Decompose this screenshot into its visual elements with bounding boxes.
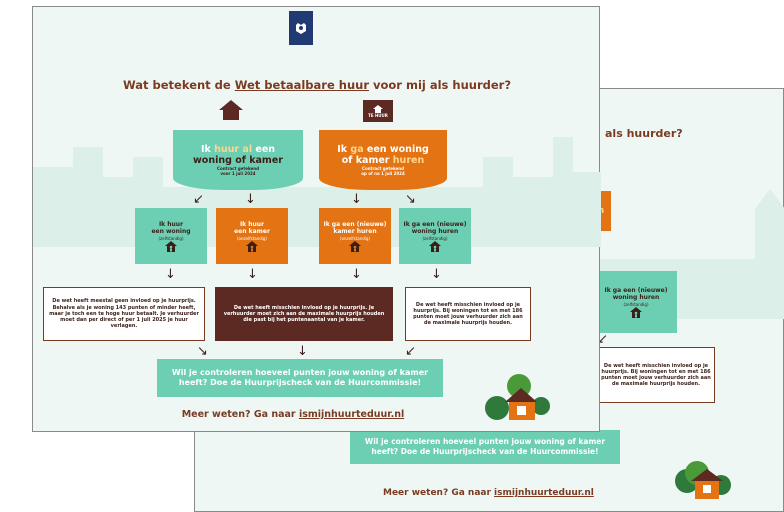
person-house-icon	[165, 240, 177, 252]
header-ga-huren: Ik ga een woning of kamer huren Contract…	[319, 130, 447, 190]
arrow-down: ↓	[247, 267, 258, 282]
person-house-icon	[246, 240, 258, 252]
arrow-down: ↓	[351, 192, 362, 207]
arrow-down: ↓	[245, 192, 256, 207]
government-logo	[289, 11, 313, 45]
village-illustration	[485, 374, 550, 420]
arrow-down: ↓	[351, 267, 362, 282]
more-info-line: Meer weten? Ga naar ismijnhuurteduur.nl	[181, 409, 405, 420]
page-title: Wat betekent de Wet betaalbare huur voor…	[122, 78, 512, 92]
back-result-woning: De wet heeft misschien invloed op je huu…	[597, 347, 715, 403]
person-house-icon	[349, 240, 361, 252]
arrow-down: ↓	[431, 267, 442, 282]
back-arrow: ↙	[597, 332, 608, 347]
result-kamer: De wet heeft misschien invloed op je huu…	[215, 287, 393, 341]
arrow-down: ↓	[297, 344, 308, 359]
back-more-info: Meer weten? Ga naar ismijnhuurteduur.nl	[383, 488, 594, 498]
result-nieuwe-woning: De wet heeft misschien invloed op je huu…	[405, 287, 531, 341]
arrow-down-left: ↙	[405, 344, 416, 359]
option-huur-kamer: Ik huur een kamer (onzelfstandig)	[216, 208, 288, 264]
house-icon	[219, 100, 243, 120]
option-huur-woning: Ik huur een woning (zelfstandig)	[135, 208, 207, 264]
person-house-icon	[429, 240, 441, 252]
option-ga-kamer-huren: Ik ga een (nieuwe) kamer huren (onzelfst…	[319, 208, 391, 264]
arrow-down: ↓	[165, 267, 176, 282]
back-check-banner: Wil je controleren hoeveel punten jouw w…	[350, 430, 620, 464]
back-option-woning-huren: Ik ga een (nieuwe) woning huren (zelfsta…	[595, 271, 677, 333]
huurprijscheck-banner: Wil je controleren hoeveel punten jouw w…	[157, 359, 443, 397]
person-house-icon	[630, 306, 642, 318]
more-info-link[interactable]: ismijnhuurteduur.nl	[298, 409, 405, 420]
option-ga-woning-huren: Ik ga een (nieuwe) woning huren (zelfsta…	[399, 208, 471, 264]
result-huur-woning: De wet heeft meestal geen invloed op je …	[43, 287, 205, 341]
for-rent-sign-icon: TE HUUR	[363, 100, 393, 122]
village-illustration	[675, 461, 731, 499]
arrow-down-left: ↙	[193, 192, 204, 207]
front-poster: Wat betekent de Wet betaalbare huur voor…	[32, 6, 601, 432]
header-huur-al: Ik huur al een woning of kamer Contract …	[173, 130, 303, 190]
skyline-illustration	[33, 137, 601, 247]
back-title-fragment: als huurder?	[605, 127, 683, 140]
arrow-down-right: ↘	[197, 344, 208, 359]
arrow-down-right: ↘	[405, 192, 416, 207]
